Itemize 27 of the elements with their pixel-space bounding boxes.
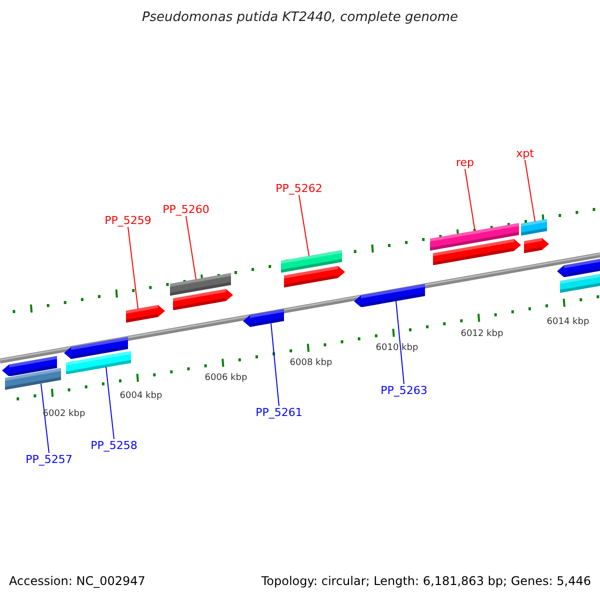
leader-line	[298, 194, 310, 257]
title: Pseudomonas putida KT2440, complete genome	[142, 11, 458, 24]
gene-label: PP_5259	[104, 214, 152, 227]
leader-line	[106, 366, 114, 440]
gene-label: xpt	[516, 147, 534, 160]
scale-label: 6008 kbp	[290, 357, 332, 370]
scale-label: 6004 kbp	[120, 390, 162, 403]
leader-line	[464, 168, 476, 232]
scale-label: 6010 kbp	[376, 342, 418, 355]
footer-text: Accession: NC_002947	[9, 575, 146, 588]
gene-label: PP_5260	[162, 203, 210, 216]
gene-label: PP_5257	[26, 453, 72, 466]
leader-line	[524, 160, 536, 222]
scale-label: 6006 kbp	[204, 372, 248, 385]
scale-label: 6012 kbp	[460, 328, 504, 341]
leader-line	[40, 383, 50, 454]
leader-line	[186, 216, 196, 280]
gene-label: PP_5263	[380, 384, 428, 397]
leader-line	[270, 322, 280, 406]
gene-label: PP_5261	[256, 406, 302, 419]
gene-label: PP_5262	[276, 182, 322, 195]
leader-line	[128, 226, 138, 310]
gene-label: PP_5258	[90, 439, 138, 452]
gene-label: rep	[456, 156, 474, 169]
scale-label: 6014 kbp	[546, 316, 590, 329]
leader-line	[396, 300, 404, 384]
footer-text: Topology: circular; Length: 6,181,863 bp; Genes: 5,446	[261, 575, 591, 588]
